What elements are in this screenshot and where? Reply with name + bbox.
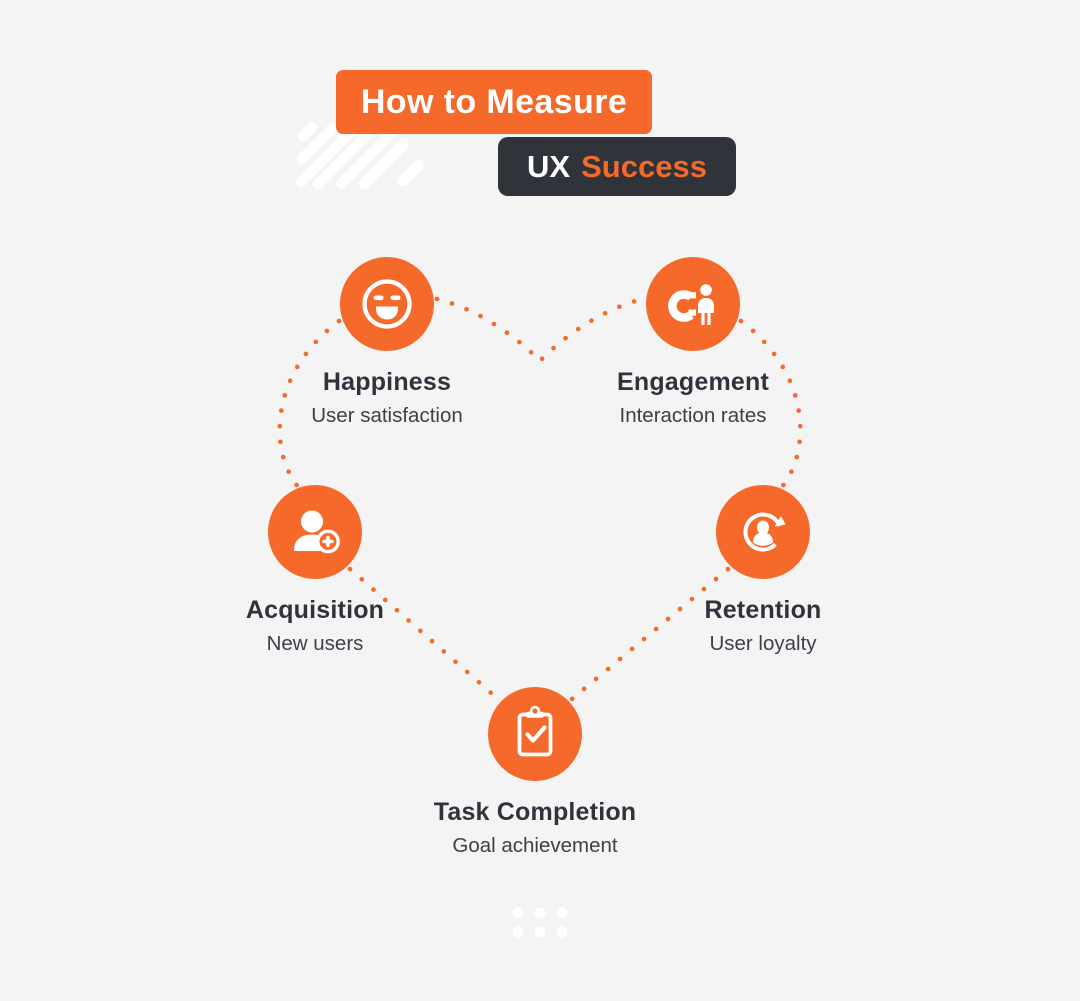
engagement-icon-bubble xyxy=(646,257,740,351)
metric-description: User satisfaction xyxy=(311,404,463,427)
title-line1: How to Measure xyxy=(360,82,628,121)
metric-description: Interaction rates xyxy=(619,404,767,427)
footer-dots-decoration xyxy=(512,907,568,938)
laughing-smiley-icon xyxy=(362,279,412,329)
clipboard-check-icon xyxy=(517,705,553,757)
retention-icon-bubble xyxy=(716,485,810,579)
metric-label: Task Completion xyxy=(433,798,637,826)
task-completion-icon-bubble xyxy=(488,687,582,781)
metric-engagement: Engagement Interaction rates xyxy=(543,257,843,428)
metric-description: Goal achievement xyxy=(452,834,618,857)
title-box-primary: How to Measure xyxy=(336,70,652,134)
happiness-icon-bubble xyxy=(340,257,434,351)
user-refresh-icon xyxy=(743,512,786,552)
metric-label: Retention xyxy=(704,596,822,624)
metric-label: Acquisition xyxy=(245,596,385,624)
metric-acquisition: Acquisition New users xyxy=(165,485,465,656)
metric-happiness: Happiness User satisfaction xyxy=(237,257,537,428)
title-line2-prefix: UX xyxy=(527,148,571,184)
title-box-secondary: UX Success xyxy=(498,137,736,196)
metric-description: New users xyxy=(266,632,364,655)
add-user-icon xyxy=(294,510,340,554)
metric-retention: Retention User loyalty xyxy=(613,485,913,656)
diagonal-stripes-decoration xyxy=(295,121,425,190)
magnet-attracting-user-icon xyxy=(668,284,714,325)
metric-label: Engagement xyxy=(616,368,770,396)
metric-description: User loyalty xyxy=(709,632,817,655)
metric-task-completion: Task Completion Goal achievement xyxy=(385,687,685,858)
dotted-heart-outline xyxy=(277,296,803,702)
metric-label: Happiness xyxy=(322,368,452,396)
acquisition-icon-bubble xyxy=(268,485,362,579)
title-line2-suffix: Success xyxy=(581,148,707,184)
